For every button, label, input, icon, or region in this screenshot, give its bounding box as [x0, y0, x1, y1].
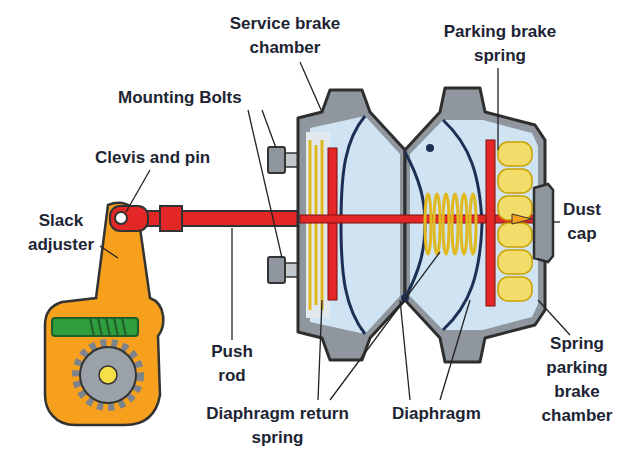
bolt-head: [268, 147, 285, 173]
part-label: Parking brake spring: [425, 20, 575, 68]
part-label: Clevis and pin: [95, 146, 210, 170]
leader-line: [497, 68, 498, 150]
spring-coil: [498, 169, 532, 193]
worm-thread: [90, 318, 126, 336]
spring-chamber-housing: [405, 88, 545, 362]
part-label: Slack adjuster: [15, 209, 107, 257]
pressure-plate: [328, 148, 337, 300]
spring-coil: [498, 142, 532, 166]
part-label: Diaphragm return spring: [190, 402, 365, 450]
spring-coil: [452, 194, 458, 254]
worm-gear: [80, 347, 136, 403]
part-label: Dust cap: [552, 198, 612, 246]
spring-coil: [425, 194, 431, 254]
service-chamber-housing: [298, 90, 405, 360]
release-tool-tip: [512, 214, 532, 224]
service-chamber-cavity: [310, 116, 400, 334]
clamp-dot: [426, 144, 434, 152]
leader-line: [126, 170, 150, 212]
part-label: Push rod: [202, 340, 262, 388]
part-label: Mounting Bolts: [118, 86, 242, 110]
spring-chamber-cavity: [410, 120, 538, 330]
leader-line: [440, 300, 470, 400]
spring-coil: [498, 250, 532, 274]
pressure-plate: [486, 140, 495, 306]
dust-cap-shape: [534, 184, 553, 262]
part-label: Service brake chamber: [215, 12, 355, 60]
return-spring-coils: [310, 140, 322, 310]
worm-shaft: [52, 318, 138, 336]
leader-line: [248, 110, 282, 258]
gear-teeth: [76, 343, 140, 407]
clevis: [110, 206, 148, 231]
part-label: Diaphragm: [392, 402, 481, 426]
leader-line: [262, 110, 276, 148]
part-label: Spring parking brake chamber: [531, 332, 623, 428]
leader-line: [100, 246, 118, 258]
bolt-head: [268, 257, 285, 283]
leader-line: [400, 300, 410, 400]
diaphragm-line: [443, 120, 482, 330]
leader-line: [231, 228, 232, 340]
parking-spring-stack: [498, 142, 532, 301]
clevis-pin: [115, 212, 127, 224]
leader-line: [318, 300, 322, 400]
gear-hub: [99, 366, 117, 384]
return-spring-coils: [425, 194, 476, 254]
spring-coil: [470, 194, 476, 254]
diaphragm-line: [341, 116, 365, 334]
spring-coil: [434, 194, 440, 254]
spring-coil: [498, 277, 532, 301]
leader-line: [553, 221, 560, 222]
spring-coil: [461, 194, 467, 254]
leader-line: [330, 252, 440, 400]
leader-line: [538, 300, 570, 335]
return-spring-space: [306, 132, 330, 318]
rod-nut: [160, 206, 182, 231]
leader-lines: [100, 62, 570, 400]
spring-coil: [443, 194, 449, 254]
leader-line: [300, 62, 322, 112]
spring-coil: [498, 223, 532, 247]
